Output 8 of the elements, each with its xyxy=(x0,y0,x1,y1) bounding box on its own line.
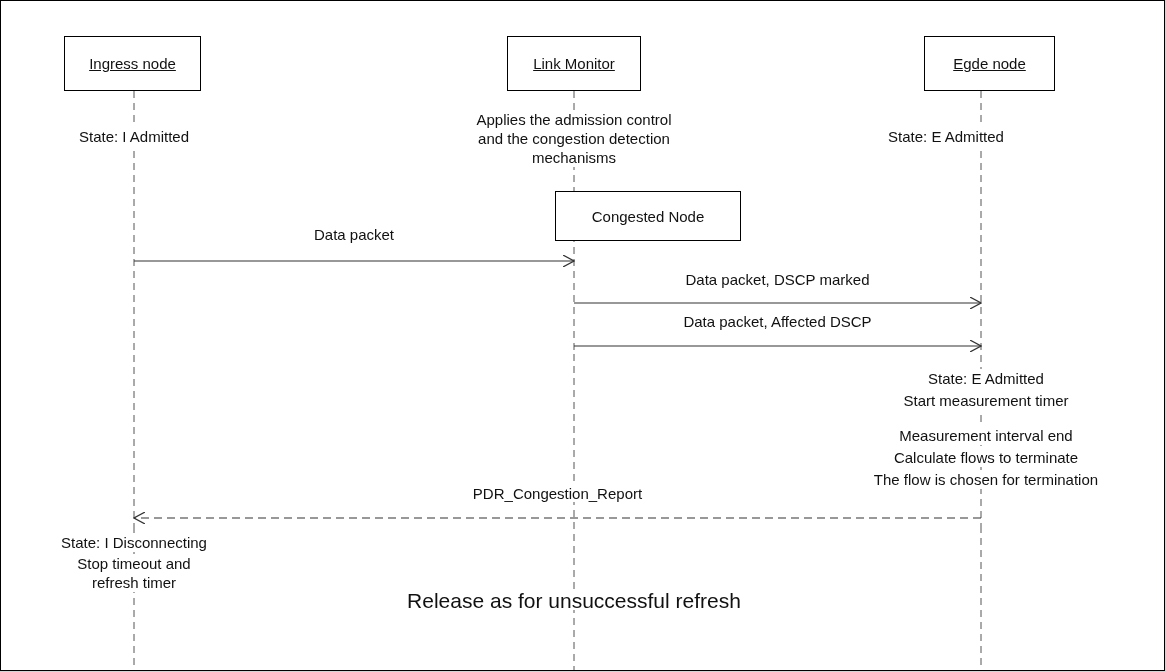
message-arrow xyxy=(133,511,982,525)
participant-box: Ingress node xyxy=(64,36,201,91)
message-arrow xyxy=(133,254,575,268)
participant-box: Link Monitor xyxy=(507,36,641,91)
participant-box: Egde node xyxy=(924,36,1055,91)
process-box: Congested Node xyxy=(555,191,741,241)
message-arrow xyxy=(573,296,982,310)
message-arrow xyxy=(573,339,982,353)
